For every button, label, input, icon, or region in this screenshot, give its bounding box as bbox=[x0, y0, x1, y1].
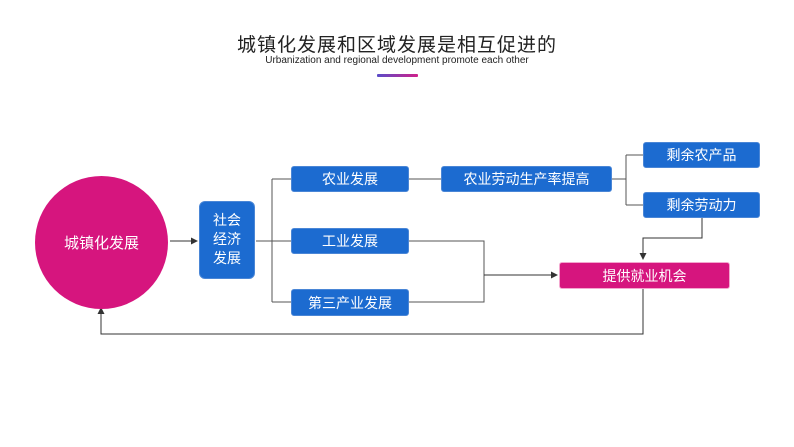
social-econ-line-2: 经济 bbox=[213, 231, 241, 248]
line-tertiary-to-merge bbox=[409, 275, 485, 303]
urbanization-node: 城镇化发展 bbox=[35, 176, 168, 309]
social-econ-line-1: 社会 bbox=[213, 212, 241, 229]
tertiary-node: 第三产业发展 bbox=[291, 289, 409, 316]
social-economic-node: 社会 经济 发展 bbox=[199, 201, 255, 279]
jobs-node: 提供就业机会 bbox=[559, 262, 730, 289]
arrow-feedback-to-urban bbox=[97, 289, 644, 335]
page-subtitle: Urbanization and regional development pr… bbox=[265, 55, 529, 66]
agriculture-node: 农业发展 bbox=[291, 166, 409, 192]
title-underline bbox=[377, 74, 418, 77]
arrow-labor-to-jobs bbox=[639, 218, 703, 260]
surplus-labor-node: 剩余劳动力 bbox=[643, 192, 760, 218]
agri-productivity-node: 农业劳动生产率提高 bbox=[441, 166, 612, 192]
surplus-products-node: 剩余农产品 bbox=[643, 142, 760, 168]
page-title: 城镇化发展和区域发展是相互促进的 bbox=[236, 34, 557, 56]
social-econ-line-3: 发展 bbox=[213, 250, 241, 267]
line-industry-to-merge bbox=[409, 240, 485, 275]
industry-node: 工业发展 bbox=[291, 228, 409, 254]
